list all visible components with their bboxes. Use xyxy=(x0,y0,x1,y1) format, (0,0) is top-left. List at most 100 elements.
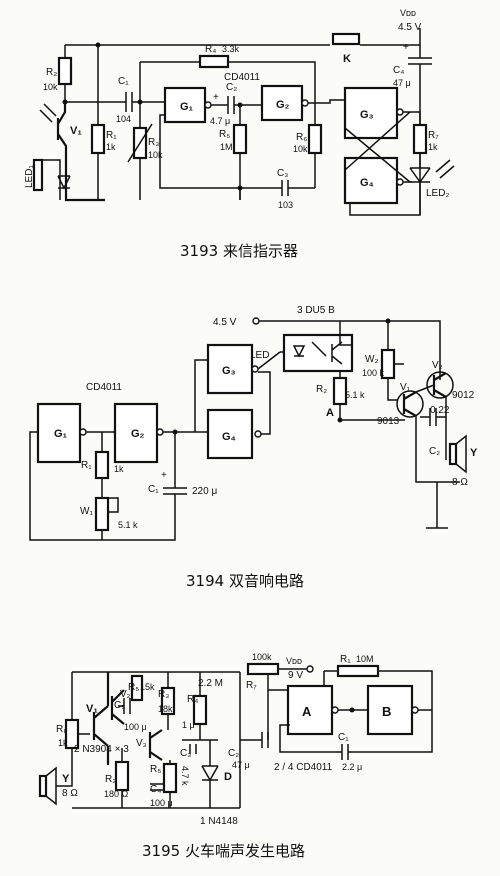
vdd-label-3193: Vᴅᴅ xyxy=(400,8,416,18)
v2-type-3194: 9012 xyxy=(452,390,475,401)
c1-label-3193: C₁ xyxy=(118,76,129,87)
led2-label: LED₂ xyxy=(426,188,449,199)
gate-g3-label-3193: G₃ xyxy=(360,109,374,121)
v2-label-3194: V₂ xyxy=(432,360,443,371)
circuit-3193: Vᴅᴅ 4.5 V K + C₄ 47 μ R₂ 10k V₁ LED₁ R₁ … xyxy=(24,8,455,260)
switch-k-label: K xyxy=(343,53,351,65)
gate-a xyxy=(286,684,334,736)
r7-label: R₇ xyxy=(428,130,439,141)
c3-label-3193: C₃ xyxy=(277,168,288,179)
r2-label-3195: R₂ xyxy=(105,774,116,785)
c5-label: C₅ xyxy=(114,700,125,711)
r4-resistor xyxy=(198,54,230,69)
r2-value-3195: 180 Ω xyxy=(104,789,129,799)
c1-label-3195: C₁ xyxy=(338,732,349,743)
r1-resistor-3195 xyxy=(336,664,380,678)
caption-3195: 3195 火车喘声发生电路 xyxy=(142,842,305,860)
c1-value-3195: 2.2 μ xyxy=(342,762,362,772)
speaker-y-3194 xyxy=(448,442,458,466)
switch-k xyxy=(331,32,361,46)
pot-r7 xyxy=(246,662,280,676)
r3-label: R₃ xyxy=(148,137,159,148)
r5-top-resistor xyxy=(130,674,144,702)
r6-resistor xyxy=(307,123,323,155)
c5-value: 100 μ xyxy=(124,722,147,732)
circuit-3194: 4.5 V 3 DU5 B LED R₂ 5.1 k A W₂ 100 k V₁… xyxy=(29,305,478,590)
r5-value-3193: 1M xyxy=(220,142,233,152)
v2-label-3195: V₂ xyxy=(120,689,131,700)
pot-value-3195: 100k xyxy=(252,652,272,662)
gate-g4-label-3194: G₄ xyxy=(222,431,236,443)
c2-label-3194: C₂ xyxy=(429,446,440,457)
gate-g3-label-3194: G₃ xyxy=(222,365,236,377)
c4-value: 47 μ xyxy=(393,78,411,88)
w2-value: 100 k xyxy=(362,368,385,378)
r4-label: R₄ xyxy=(205,44,216,55)
c4-value-3195: 100 μ xyxy=(150,798,173,808)
r5-resistor-3193 xyxy=(232,123,248,155)
r2-value-3194: 5.1 k xyxy=(345,390,365,400)
gate-g1-label-3194: G₁ xyxy=(54,428,68,440)
gate-g4-3194 xyxy=(206,408,254,460)
led1-label: LED₁ xyxy=(24,165,35,188)
diode-d-type: 1 N4148 xyxy=(200,816,238,827)
r5-top-value: 15k xyxy=(140,682,155,692)
r3-value: 10k xyxy=(148,150,163,160)
diode-d-label: D xyxy=(224,771,232,783)
v1-label-3195: V₁ xyxy=(86,703,98,715)
r2-resistor-3195 xyxy=(114,760,130,792)
r1-resistor-3194 xyxy=(94,450,110,480)
c2-value-3195: 47 μ xyxy=(232,760,250,770)
c2-label-3193: C₂ xyxy=(226,82,237,93)
r1-value-3193: 1k xyxy=(106,142,116,152)
r2-label-3194: R₂ xyxy=(316,384,327,395)
c3-label-3195: C₃ xyxy=(180,748,191,759)
gate-g2-label-3194: G₂ xyxy=(131,428,145,440)
r1-label-3193: R₁ xyxy=(106,130,117,141)
r2-resistor xyxy=(57,56,73,86)
r6-value: 10k xyxy=(293,144,308,154)
c3-value-3193: 103 xyxy=(278,200,293,210)
c1-value-3193: 104 xyxy=(116,114,131,124)
cd4011-label-3193: CD4011 xyxy=(224,72,260,83)
r1-label-3194: R₁ xyxy=(81,460,92,471)
circuit-3195: R₈ 1k Y 8 Ω V₁ 2 N3904 × 3 V₂ R₅ 15k C₅ … xyxy=(38,652,433,860)
r4-value: 3.3k xyxy=(222,44,240,54)
w1-potentiometer xyxy=(94,496,110,532)
r5-note-3195: 4.7 k xyxy=(180,766,190,786)
transistor-v1-3194 xyxy=(396,390,424,418)
optocoupler xyxy=(282,333,354,373)
r1-label-3195: R₁ xyxy=(340,654,351,665)
gate-g1-label-3193: G₁ xyxy=(180,101,194,113)
gate-b xyxy=(366,684,414,736)
r2-label: R₂ xyxy=(46,67,57,78)
svg-text:+: + xyxy=(403,42,409,53)
r4-label-3195: R₄ xyxy=(187,694,198,705)
v1-type-3194: 9013 xyxy=(377,416,400,427)
node-a-label: A xyxy=(326,407,334,419)
gate-g3-3193 xyxy=(343,86,399,140)
speaker-y-label-3194: Y xyxy=(470,447,478,459)
speaker-y-value-3195: 8 Ω xyxy=(62,788,78,799)
vdd-voltage-3193: 4.5 V xyxy=(398,22,422,33)
r3-label-3195: R₃ xyxy=(158,689,169,700)
c4-label: C₄ xyxy=(393,65,404,76)
svg-text:+: + xyxy=(161,470,167,481)
r5-resistor-3195 xyxy=(162,762,178,794)
r8-label: R₈ xyxy=(56,724,67,735)
led-label-3194: LED xyxy=(250,350,269,361)
gate-b-label: B xyxy=(382,704,391,719)
optocoupler-label: 3 DU5 B xyxy=(297,305,335,316)
r7-resistor xyxy=(412,123,428,155)
speaker-y-label-3195: Y xyxy=(62,773,70,785)
c2-value-3194: 0.22 xyxy=(430,405,450,416)
speaker-y-3195 xyxy=(38,774,48,798)
r1-value-3195: 10M xyxy=(356,654,374,664)
transistor-v2-3194 xyxy=(426,371,454,399)
r5-label-3195: R₅ xyxy=(150,764,161,775)
w1-value: 5.1 k xyxy=(118,520,138,530)
c2-value-3193: 4.7 μ xyxy=(210,116,230,126)
vdd-label-3195: Vᴅᴅ xyxy=(286,656,302,666)
